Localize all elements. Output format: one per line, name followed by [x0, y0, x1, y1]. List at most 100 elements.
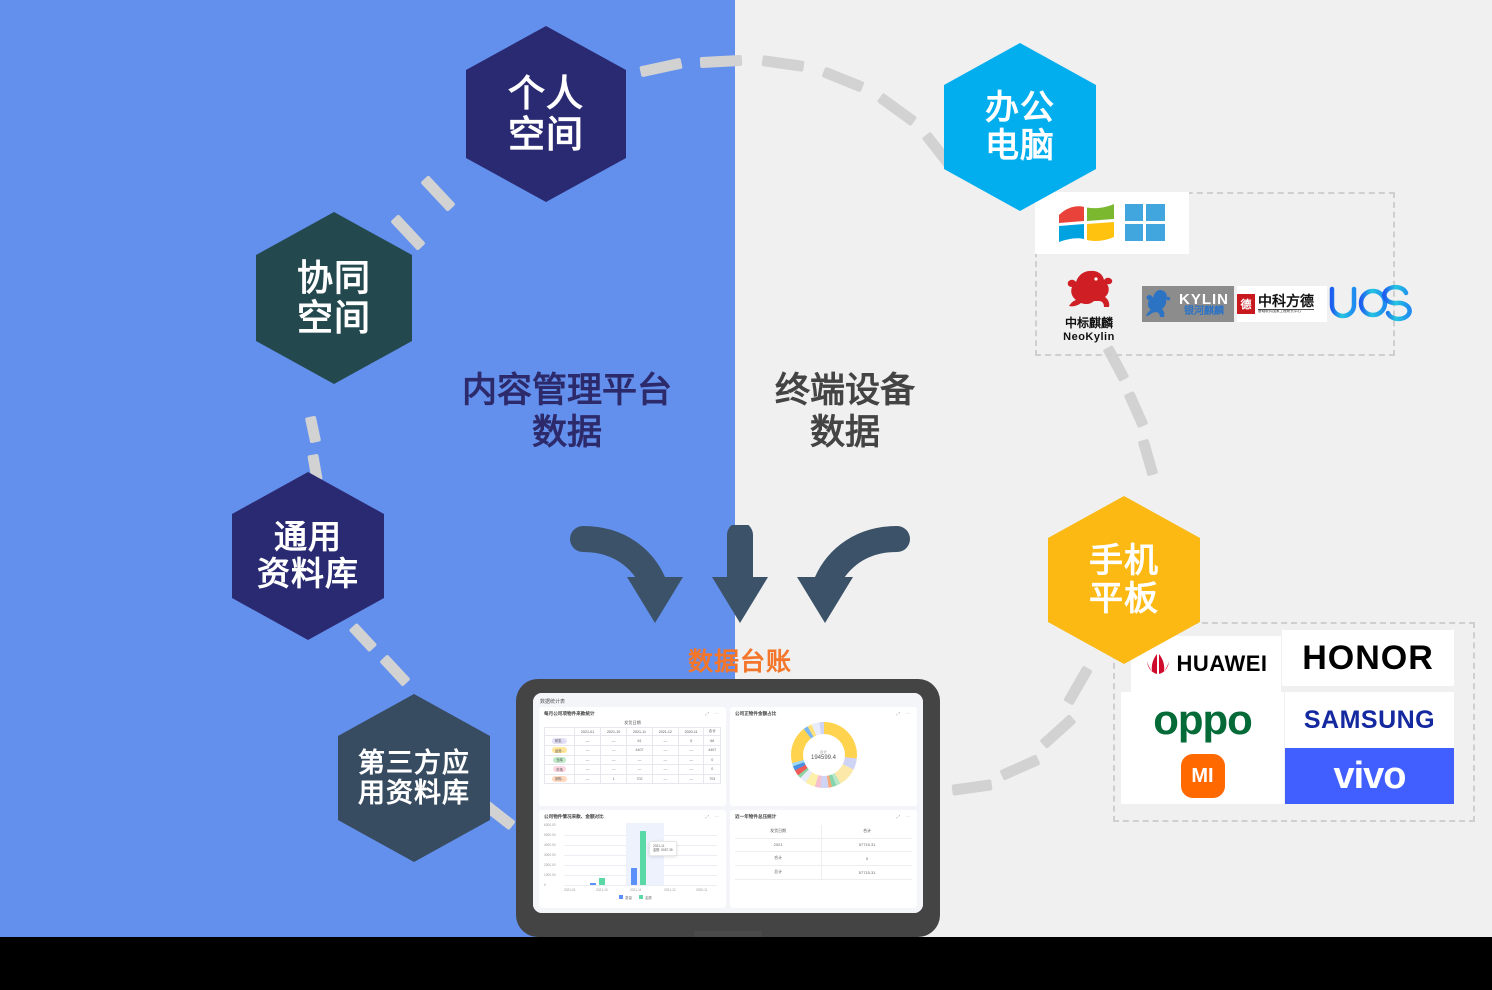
th: 2020-11	[677, 726, 705, 737]
table-row: 采购... — 1 702 — — 703	[543, 773, 721, 785]
td: —	[677, 754, 705, 766]
card-tools[interactable]: ⤢ ⋯	[896, 711, 912, 716]
uos-wordmark-icon	[1329, 284, 1412, 322]
card-tools[interactable]: ⤢ ⋯	[896, 813, 912, 819]
td: —	[600, 764, 628, 775]
arrow-left-head	[627, 577, 683, 623]
bar-chart-legend: 数量 金额	[544, 895, 721, 900]
bar-tooltip: 2021-11 金额: 5057.35	[649, 840, 677, 857]
fangde-seal-icon: 德	[1237, 294, 1255, 314]
x-tick: 2021-01	[564, 887, 576, 892]
table-row: 运营... — — 4407 — — 4407	[543, 744, 721, 756]
brand-cell-honor: HONOR	[1282, 630, 1454, 686]
td: 57715.31	[821, 838, 912, 852]
tag-label: 运营...	[551, 747, 568, 754]
td: 5	[677, 735, 705, 746]
dashboard: 数据统计表 每月公司项物件来款统计 ⤢ ⋯ 发货日期 2021-01	[533, 693, 923, 913]
honor-label: HONOR	[1302, 638, 1434, 677]
th: 发货日期	[735, 824, 823, 839]
section-label-cms: 内容管理平台 数据	[432, 370, 702, 454]
hexagon-office-pc-line2: 电脑	[985, 127, 1055, 165]
hexagon-general-repo[interactable]: 通用 资料库	[232, 472, 384, 640]
card-tools[interactable]: ⤢ ⋯	[705, 813, 721, 819]
table-row: 合计 0	[735, 851, 912, 866]
td: —	[574, 764, 602, 775]
card-summary-table-title: 近一年物件总压统计	[735, 813, 777, 819]
converging-arrows	[570, 525, 910, 623]
x-tick: 2021-11	[630, 887, 642, 892]
os-logo-box: 中标麒麟 NeoKylin KYLIN 银河麒麟 德 中科方德 基础软件国家工程…	[1035, 192, 1412, 356]
tag-label: 采购...	[551, 775, 568, 782]
hexagon-third-party-repo[interactable]: 第三方应 用资料库	[338, 694, 490, 862]
th: 2021-11	[626, 726, 653, 737]
xiaomi-label: MI	[1180, 754, 1225, 798]
td: —	[651, 764, 679, 775]
td: 合计	[735, 851, 823, 866]
bar-amt	[640, 830, 646, 885]
td: 61	[626, 735, 653, 746]
td: 57715.31	[821, 865, 912, 880]
bar-qty	[590, 882, 596, 885]
logo-cell-neokylin: 中标麒麟 NeoKylin	[1039, 264, 1139, 346]
td: 1	[600, 773, 628, 785]
th: 合计	[703, 726, 721, 737]
row-tag: 研发...	[543, 735, 576, 746]
brand-cell-oppo: oppo	[1121, 692, 1284, 748]
neokylin-qilin-icon	[1067, 270, 1113, 307]
logo-cell-windows	[1035, 192, 1189, 254]
table-row: 研发... — — 61 — 5 66	[543, 735, 721, 746]
hexagon-third-party-repo-line2: 用资料库	[358, 778, 470, 808]
td: —	[677, 764, 705, 775]
kylin-horse-icon	[1146, 290, 1171, 317]
card-monthly-table: 每月公司项物件来款统计 ⤢ ⋯ 发货日期 2021-01 2021-10 202…	[539, 707, 726, 806]
td: 66	[703, 735, 721, 746]
summary-table: 发货日期 合计 2021 57715.31 合计 0	[735, 824, 912, 880]
windows-modern-icon	[1125, 204, 1165, 241]
card-tools[interactable]: ⤢ ⋯	[705, 711, 721, 716]
hexagon-personal-space-line1: 个人	[508, 72, 584, 114]
card-bar-chart: 公司物件情况来款、金额对比 ⤢ ⋯ 6000.00 5000.00 4000.0…	[539, 809, 726, 908]
section-label-cms-line2: 数据	[531, 413, 602, 452]
td: 总计	[735, 865, 823, 880]
table-row: 仓库 — — — — — 0	[543, 754, 721, 766]
tag-label: 研发...	[551, 737, 568, 744]
kylin-label-en: KYLIN	[1179, 290, 1229, 308]
fangde-label-cn: 中科方德	[1258, 292, 1314, 309]
huawei-label: HUAWEI	[1176, 651, 1268, 676]
logo-cell-zhongke-fangde: 德 中科方德 基础软件国家工程研究中心	[1237, 286, 1327, 322]
td: 0	[703, 754, 721, 766]
section-label-cms-line1: 内容管理平台	[461, 371, 672, 410]
td: —	[651, 735, 679, 746]
hexagon-third-party-repo-line1: 第三方应	[358, 747, 470, 778]
row-tag: 仓库	[543, 754, 576, 766]
td: 0	[703, 764, 721, 775]
td: —	[677, 773, 705, 785]
monitor-screen: 数据统计表 每月公司项物件来款统计 ⤢ ⋯ 发货日期 2021-01	[533, 693, 923, 913]
td: —	[651, 754, 679, 766]
logo-cell-kylin: KYLIN 银河麒麟	[1142, 286, 1234, 322]
connector-dash	[699, 54, 743, 69]
hexagon-phone-tablet[interactable]: 手机 平板	[1048, 496, 1200, 664]
huawei-flower-icon	[1146, 654, 1169, 674]
td: —	[600, 744, 628, 756]
tag-label: 市场	[553, 766, 566, 773]
td: —	[600, 735, 628, 746]
card-summary-table: 近一年物件总压统计 ⤢ ⋯ 发货日期 合计 2021 577	[730, 809, 917, 908]
table-header-row: 2021-01 2021-10 2021-11 2021-12 2020-11 …	[543, 726, 721, 737]
tooltip-line2: 金额: 5057.35	[653, 848, 673, 853]
y-tick: 5000.00	[544, 832, 556, 837]
brand-cell-xiaomi: MI	[1121, 748, 1284, 804]
monthly-table-caption: 发货日期	[624, 720, 641, 725]
table-header-row: 发货日期 合计	[735, 824, 912, 839]
card-donut: 公司正物件金额占比 ⤢ ⋯ 合计 194599.4	[730, 707, 917, 806]
hexagon-collab-space-line1: 协同	[296, 256, 371, 298]
td: 702	[626, 773, 653, 785]
td: 4407	[703, 744, 721, 756]
monthly-table: 2021-01 2021-10 2021-11 2021-12 2020-11 …	[543, 726, 721, 785]
hexagon-general-repo-line2: 资料库	[257, 555, 359, 592]
td: —	[626, 754, 653, 766]
td: —	[574, 735, 602, 746]
section-label-devices: 终端设备 数据	[745, 370, 945, 454]
hexagon-general-repo-line1: 通用	[274, 518, 342, 556]
table-row: 市场 — — — — — 0	[543, 764, 721, 775]
